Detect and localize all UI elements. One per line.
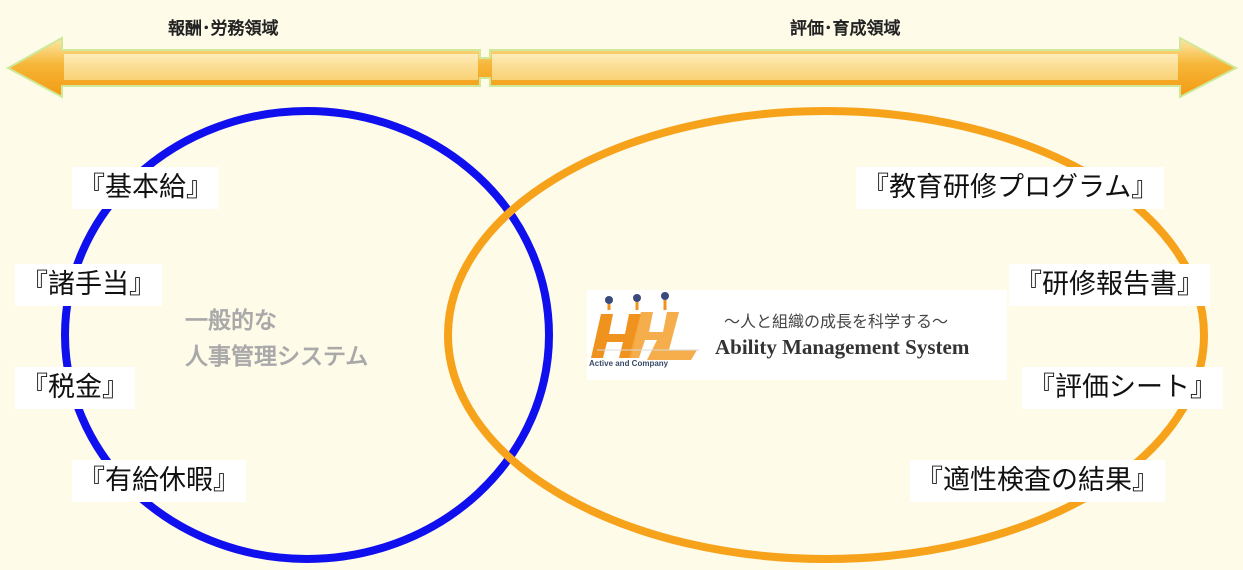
double-arrow	[5, 36, 1239, 99]
item-allowances: 『諸手当』	[15, 264, 162, 306]
ams-tagline: ～人と組織の成長を科学する～	[724, 312, 949, 331]
item-base-salary: 『基本給』	[72, 167, 219, 209]
item-paid-leave: 『有給休暇』	[72, 460, 246, 502]
generic-hr-system-label: 一般的な 人事管理システム	[185, 303, 368, 375]
right-circle	[444, 107, 1208, 563]
ams-logo-mark	[591, 292, 699, 360]
ams-product-name: Ability Management System	[715, 335, 970, 359]
item-training-program: 『教育研修プログラム』	[856, 167, 1165, 209]
ams-logo: ～人と組織の成長を科学する～ Ability Management System…	[587, 290, 1007, 380]
arrow-left-band	[64, 54, 478, 80]
generic-hr-line2: 人事管理システム	[185, 344, 369, 370]
item-tax: 『税金』	[15, 367, 135, 409]
item-evaluation-sheet: 『評価シート』	[1022, 367, 1223, 409]
left-circle	[61, 107, 553, 563]
item-aptitude-results: 『適性検査の結果』	[910, 460, 1165, 502]
right-domain-label: 評価･育成領域	[790, 19, 901, 39]
generic-hr-line1: 一般的な	[185, 308, 277, 334]
item-training-report: 『研修報告書』	[1009, 264, 1210, 306]
left-domain-label: 報酬･労務領域	[168, 19, 279, 39]
ams-company-name: Active and Company	[589, 359, 669, 368]
arrow-right-band	[492, 54, 1178, 80]
